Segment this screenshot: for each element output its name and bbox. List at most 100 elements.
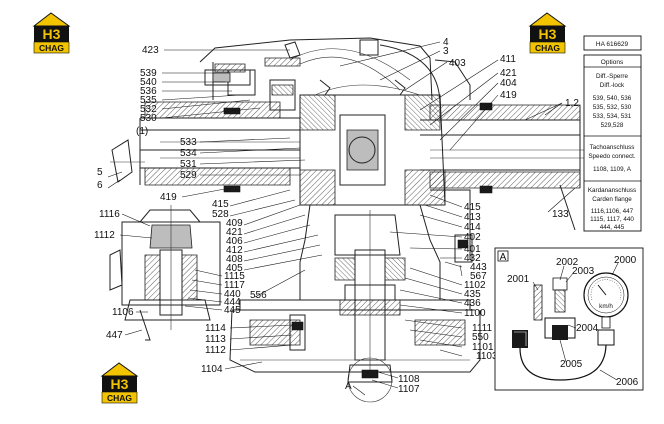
logo-wordmark: CHAG: [107, 393, 132, 403]
callout-label: 1116: [99, 209, 120, 220]
callout-label: 421: [226, 227, 243, 238]
callout-label: 530: [140, 113, 157, 124]
leader-lines: [107, 41, 576, 396]
inset-speedo-connection: A km/h 2001 2002 2003 2000 2004 2005 200…: [494, 247, 644, 391]
callout-label: 412: [226, 245, 243, 256]
callout-label: 1108: [398, 374, 420, 385]
callout-label: 1112: [205, 345, 226, 356]
callout-label: 401: [464, 244, 481, 255]
callout-label: 419: [160, 192, 177, 203]
callout-label: 415: [464, 202, 481, 213]
callout-label: 435: [464, 289, 481, 300]
option-title: Tachoanschluss: [590, 144, 635, 151]
callout-label: 556: [250, 290, 267, 301]
callout-label: 535: [140, 95, 157, 106]
options-box: HA 616629 Options Diff.-Sperre Diff.-loc…: [583, 35, 642, 232]
callout-label: 447: [106, 330, 123, 341]
inset-callout: 2003: [572, 266, 595, 277]
option-parts: 539, 540, 536: [593, 95, 632, 102]
callout-label: 1107: [398, 384, 420, 395]
callout-label: 1114: [205, 323, 226, 334]
speedo-cable: [519, 344, 607, 381]
options-heading: Options: [601, 59, 624, 66]
option-title: Kardananschluss: [588, 187, 636, 194]
drawing-number: HA 616629: [596, 41, 629, 48]
callout-label: 536: [140, 86, 157, 97]
callout-label: 421: [500, 68, 517, 79]
option-parts: 533, 534, 531: [593, 113, 632, 120]
callout-label: 5: [97, 167, 103, 178]
option-parts: 1116,1106, 447: [591, 208, 634, 215]
callout-label: 408: [226, 254, 243, 265]
callout-label: 440: [224, 289, 241, 300]
callout-label: 409: [226, 218, 243, 229]
logo-mark: H3: [539, 26, 557, 42]
callout-label: 1103: [476, 351, 498, 362]
logo-mark: H3: [111, 376, 129, 392]
callout-label: 414: [464, 222, 481, 233]
option-title: Carden flange: [592, 196, 632, 203]
callout-label: 133: [552, 209, 569, 220]
callout-label: 550: [472, 332, 489, 343]
inset-callout: 2002: [556, 257, 579, 268]
inset-label: A: [500, 252, 507, 263]
callout-label: 404: [500, 78, 517, 89]
callout-label: 528: [212, 209, 229, 220]
inset-callout: 2000: [614, 255, 637, 266]
callout-label: 415: [212, 199, 229, 210]
callout-label: 531: [180, 159, 197, 170]
option-parts: 535, 532, 530: [593, 104, 632, 111]
callout-label: 540: [140, 77, 157, 88]
callout-label: 3: [443, 46, 449, 57]
callout-label: 411: [500, 54, 516, 65]
callout-label: 1,2: [565, 98, 579, 109]
callout-label: 1102: [464, 280, 486, 291]
callout-label: 534: [180, 148, 197, 159]
callout-label: 1106: [112, 307, 134, 318]
callout-labels: 423 4 3 403 411 421 404 419 1,2 539 540 …: [94, 37, 579, 395]
inset-callout: 2004: [576, 323, 599, 334]
callout-label: 402: [464, 232, 481, 243]
inset-callout: 2006: [616, 377, 639, 388]
callout-label: 567: [470, 271, 487, 282]
logo-wordmark: CHAG: [535, 43, 560, 53]
callout-label: 539: [140, 68, 157, 79]
callout-label: 436: [464, 298, 481, 309]
brand-logo: H3 CHAG: [100, 362, 139, 404]
callout-label: 1112: [94, 230, 115, 241]
callout-label: 529: [180, 170, 197, 181]
callout-label: 423: [142, 45, 159, 56]
option-title: Speedo connect.: [588, 153, 636, 160]
callout-label: 413: [464, 212, 481, 223]
option-title: Diff.-Sperre: [596, 73, 629, 80]
options-panel: [583, 54, 642, 232]
callout-label: 4: [443, 37, 449, 48]
callout-label: 1101: [472, 342, 494, 353]
callout-label: 406: [226, 236, 243, 247]
callout-label: 1113: [205, 334, 226, 345]
inset-callout: 2001: [507, 274, 530, 285]
option-parts: 1108, 1109, A: [593, 166, 632, 173]
gauge-unit: km/h: [599, 303, 613, 310]
option-title: Diff.-lock: [600, 82, 625, 89]
callout-label: (1): [136, 126, 148, 137]
callout-label: 1104: [201, 364, 223, 375]
callout-label: 1100: [464, 308, 486, 319]
callout-label: 532: [140, 104, 157, 115]
logo-mark: H3: [43, 26, 61, 42]
callout-label: 445: [224, 305, 241, 316]
callout-label: 1111: [472, 323, 492, 334]
section-marker-a: A: [345, 381, 352, 392]
callout-label: 443: [470, 262, 487, 273]
drawing-number-box: [583, 35, 642, 51]
callout-label: 444: [224, 297, 241, 308]
callout-label: 6: [97, 180, 103, 191]
option-parts: 529,528: [601, 122, 624, 129]
brand-logo: H3 CHAG: [528, 12, 567, 54]
callout-label: 432: [464, 253, 481, 264]
housing-drawing: [109, 37, 600, 403]
logo-wordmark: CHAG: [39, 43, 64, 53]
callout-label: 1115: [224, 271, 245, 282]
callout-label: 419: [500, 90, 517, 101]
